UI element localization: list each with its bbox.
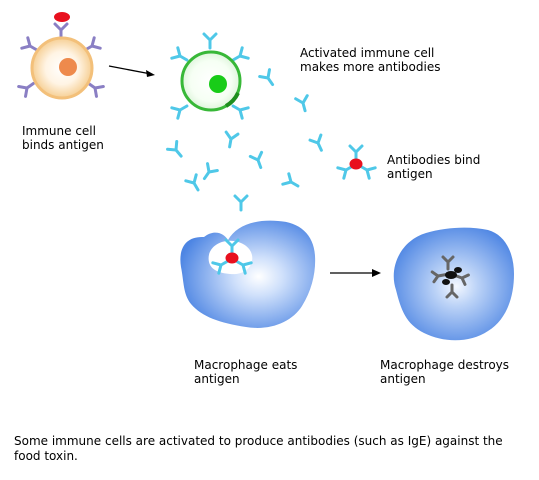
immune-cell	[17, 12, 105, 100]
activated-immune-cell	[170, 32, 250, 120]
macrophage-destroying	[393, 227, 514, 341]
immune-cell-label: Immune cell binds antigen	[22, 124, 104, 152]
activated-cell-label: Activated immune cell makes more antibod…	[300, 46, 441, 74]
destroyed-debris	[430, 255, 470, 299]
antibody-antigen-complex	[336, 144, 377, 180]
caption-text: Some immune cells are activated to produ…	[14, 434, 503, 463]
arrow-right-icon	[108, 65, 155, 77]
antigen-icon	[225, 252, 239, 264]
macrophage-body	[180, 220, 316, 328]
macrophage-body	[393, 227, 514, 341]
immune-cell-nucleus	[59, 58, 77, 76]
macrophage-eating	[180, 220, 316, 328]
antigen-icon	[349, 158, 363, 170]
macrophage-eats-label: Macrophage eats antigen	[194, 358, 298, 386]
antibodies-bind-label: Antibodies bind antigen	[387, 153, 481, 181]
activated-cell-nucleus	[209, 75, 227, 93]
arrow-right-icon	[330, 269, 381, 277]
macrophage-destroys-label: Macrophage destroys antigen	[380, 358, 510, 386]
antigen-icon	[54, 12, 70, 22]
